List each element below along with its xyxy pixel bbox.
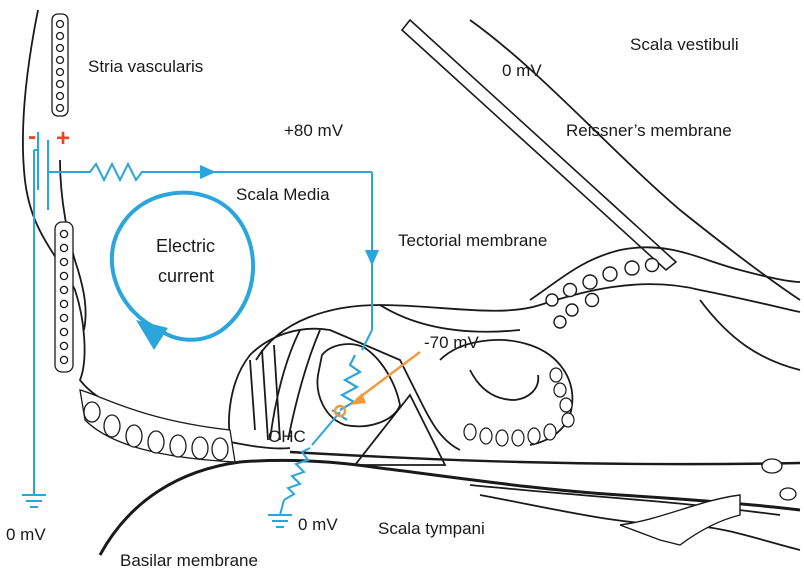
spiral-ligament-right [700, 300, 800, 370]
battery-minus: - [28, 123, 36, 150]
hair-cell-body [317, 344, 400, 426]
small-cell-right [762, 459, 782, 473]
claudius-cells [80, 390, 235, 462]
wire-to-ohc-resistor [312, 412, 340, 445]
stria-cells [52, 14, 68, 116]
label-ohc: OHC [268, 427, 306, 446]
corti-lines [250, 345, 280, 440]
label-tectorial-membrane: Tectorial membrane [398, 231, 547, 250]
label-potential-vestibuli: 0 mV [502, 61, 542, 80]
wire-bottom [280, 500, 284, 515]
battery-plus: + [56, 125, 70, 152]
resistor-bottom [284, 448, 310, 500]
label-scala-media: Scala Media [236, 185, 330, 204]
inner-sulcus [470, 370, 538, 400]
ground-bottom [268, 515, 292, 527]
arrow-top-right [200, 165, 216, 179]
label-potential-hair-cell: -70 mV [424, 333, 479, 352]
label-electric: Electric [156, 236, 215, 256]
label-current: current [158, 266, 214, 286]
inner-cells [464, 368, 574, 446]
arrow-down [365, 250, 379, 266]
label-scala-vestibuli: Scala vestibuli [630, 35, 739, 54]
epithelial-cells-left [55, 222, 73, 372]
label-scala-tympani: Scala tympani [378, 519, 485, 538]
ground-left [22, 495, 46, 507]
tail-shape [620, 495, 740, 545]
label-potential-tympani: 0 mV [298, 515, 338, 534]
small-cell-right-2 [780, 488, 796, 500]
label-basilar-membrane: Basilar membrane [120, 551, 258, 568]
loop-arrowhead [136, 320, 168, 350]
label-reissners-membrane: Reissner’s membrane [566, 121, 732, 140]
label-stria-vascularis: Stria vascularis [88, 57, 203, 76]
limbus-cells [546, 259, 659, 329]
basilar-membrane-upper [290, 452, 800, 464]
label-potential-ground-left: 0 mV [6, 525, 46, 544]
anatomy-outlines [23, 10, 800, 555]
label-potential-media: +80 mV [284, 121, 344, 140]
